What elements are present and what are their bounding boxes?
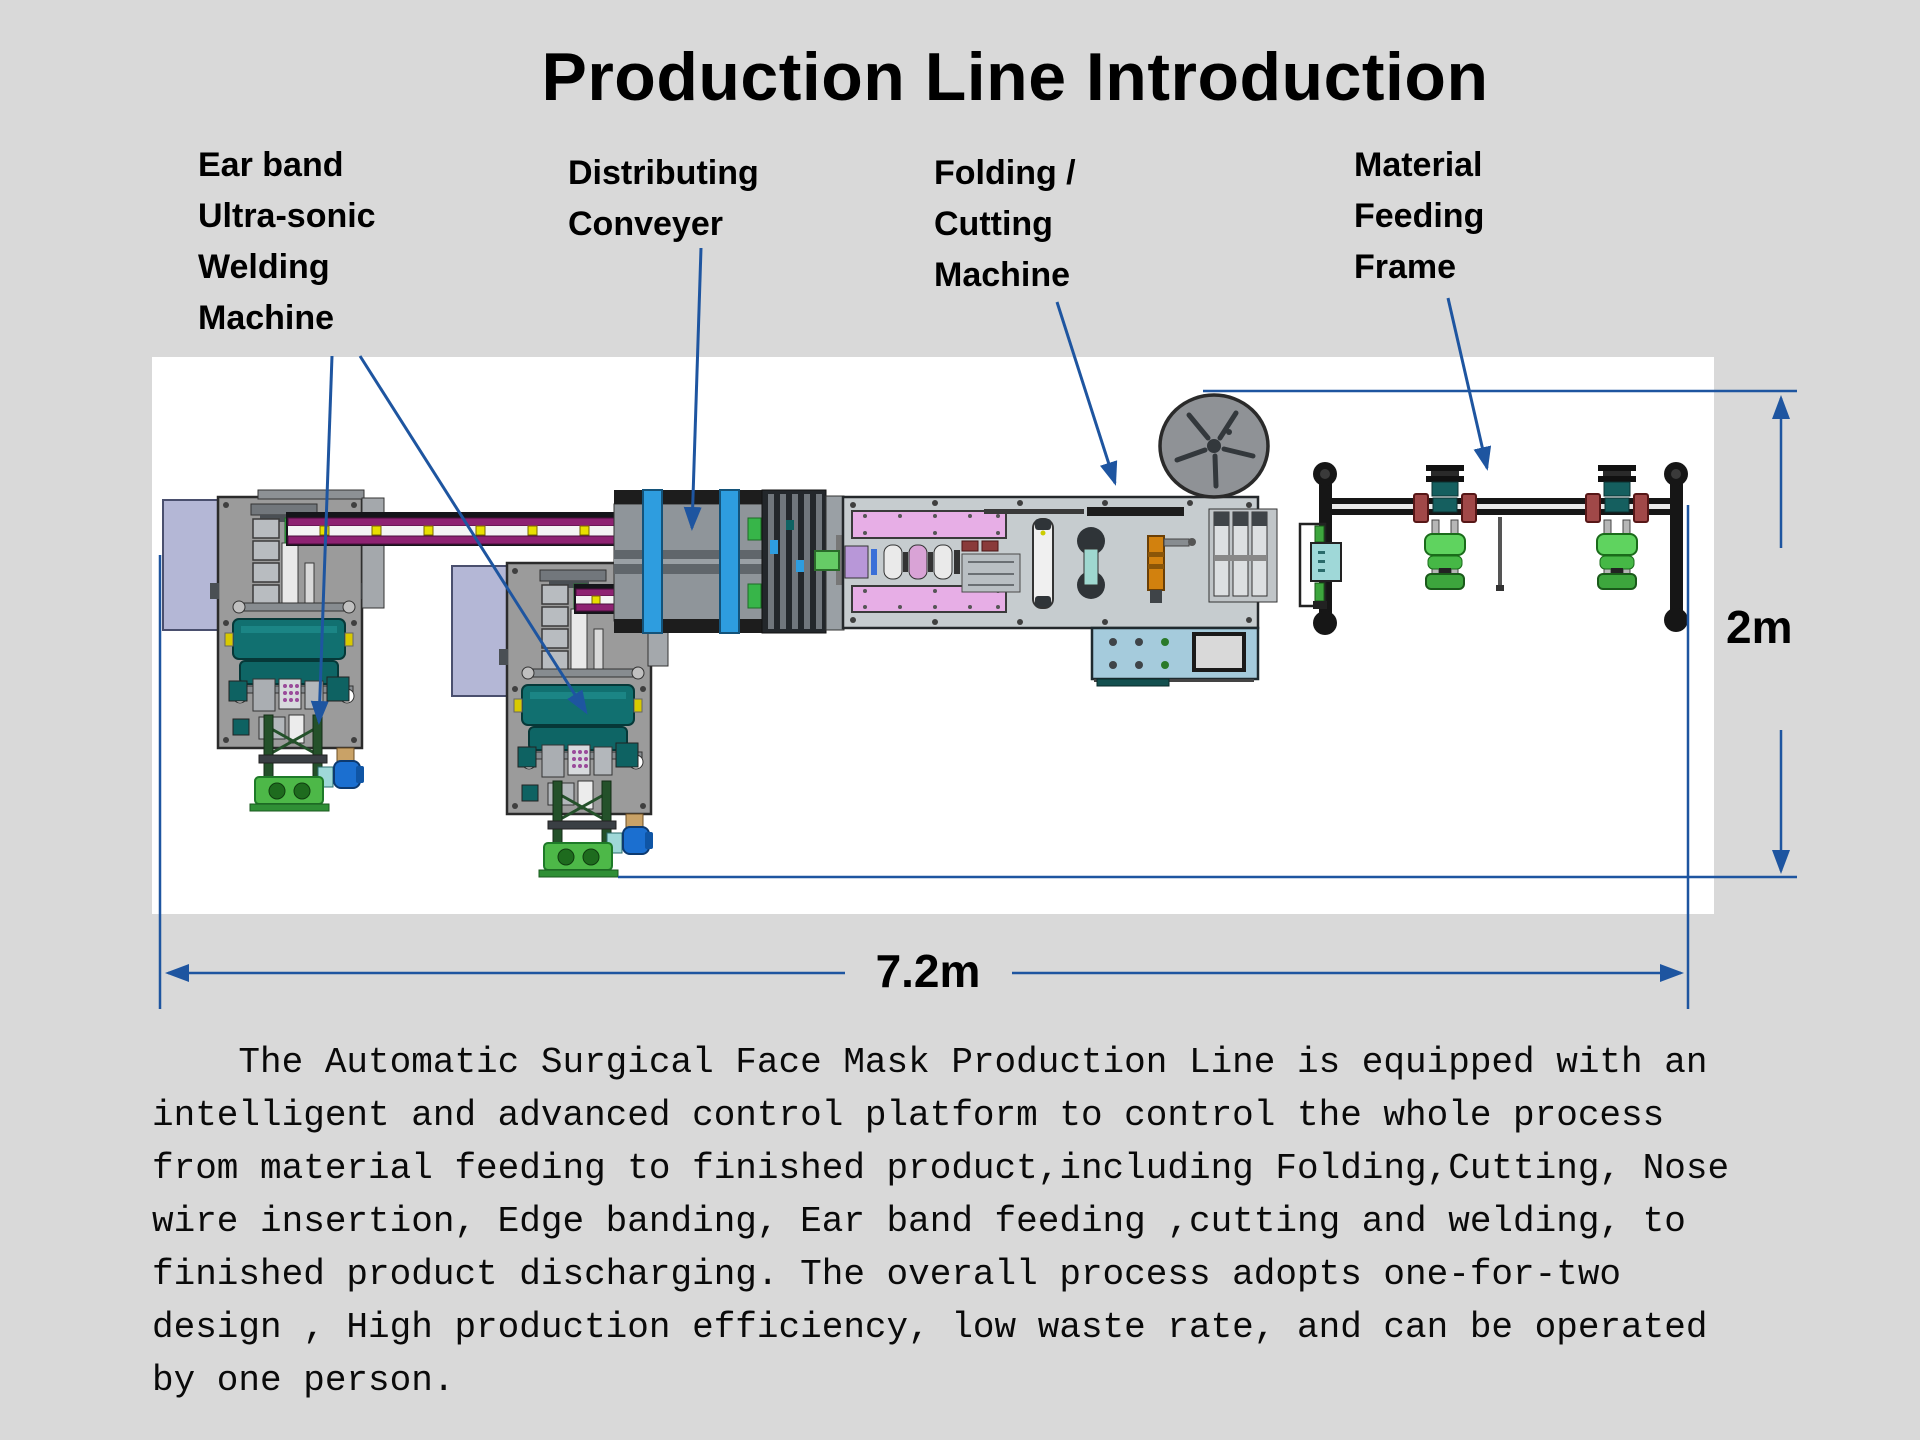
- text-line: Ultra-sonic: [198, 197, 376, 235]
- arrow-distributing-conveyer: [683, 247, 703, 531]
- folding-cutting-machine: [841, 495, 1278, 630]
- text-line: wire insertion, Edge banding, Ear band f…: [152, 1201, 1686, 1242]
- description-paragraph: The Automatic Surgical Face Mask Product…: [152, 1036, 1729, 1407]
- arrow-ear-band-2: [358, 355, 588, 715]
- text-line: from material feeding to finished produc…: [152, 1148, 1730, 1189]
- arrow-folding-cutting: [1055, 301, 1118, 486]
- distributing-conveyer: [613, 489, 827, 634]
- text-line: Machine: [934, 256, 1071, 294]
- page-title: Production Line Introduction: [541, 39, 1489, 115]
- text-line: design , High production efficiency, low…: [152, 1307, 1708, 1348]
- arrow-material-feeding: [1446, 297, 1492, 471]
- text-line: Conveyer: [568, 205, 723, 243]
- dimension-length-label: 7.2m: [875, 945, 981, 997]
- text-line: Welding: [198, 248, 330, 286]
- text-line: by one person.: [152, 1360, 455, 1401]
- dimension-lines: [158, 389, 1797, 1009]
- text-line: Ear band: [198, 146, 344, 184]
- text-line: Machine: [198, 299, 335, 337]
- text-line: Material: [1354, 146, 1483, 184]
- text-line: Frame: [1354, 248, 1457, 286]
- text-line: The Automatic Surgical Face Mask Product…: [152, 1042, 1708, 1083]
- text-line: Feeding: [1354, 197, 1485, 235]
- text-line: Distributing: [568, 154, 759, 192]
- diagram-background: [152, 357, 1714, 914]
- arrow-ear-band-1: [310, 355, 334, 725]
- material-reel: [1158, 393, 1270, 499]
- leader-arrows: [310, 247, 1492, 725]
- dimension-height-label: 2m: [1726, 601, 1793, 653]
- text-line: Folding /: [934, 154, 1076, 192]
- text-line: intelligent and advanced control platfor…: [152, 1095, 1665, 1136]
- material-feeding-frame: [1298, 462, 1688, 635]
- text-line: Cutting: [934, 205, 1053, 243]
- text-line: finished product discharging. The overal…: [152, 1254, 1622, 1295]
- control-panel: [1090, 626, 1260, 687]
